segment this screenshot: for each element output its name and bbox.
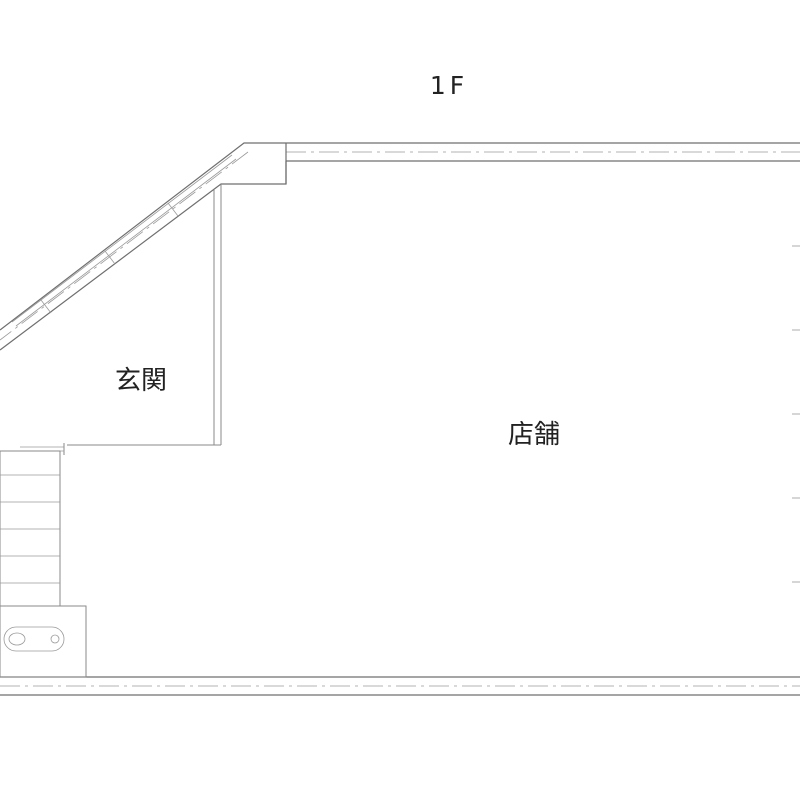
entrance-door bbox=[20, 443, 65, 455]
toilet bbox=[0, 605, 87, 678]
right-wall-marks bbox=[792, 245, 800, 583]
entrance-partition bbox=[67, 184, 222, 446]
exterior-wall bbox=[0, 142, 800, 696]
staircase bbox=[0, 450, 61, 607]
room-label-shop: 店舗 bbox=[508, 420, 560, 450]
diagonal-window bbox=[11, 154, 237, 327]
room-label-entrance: 玄関 bbox=[115, 366, 167, 396]
floor-label: 1F bbox=[430, 71, 468, 100]
